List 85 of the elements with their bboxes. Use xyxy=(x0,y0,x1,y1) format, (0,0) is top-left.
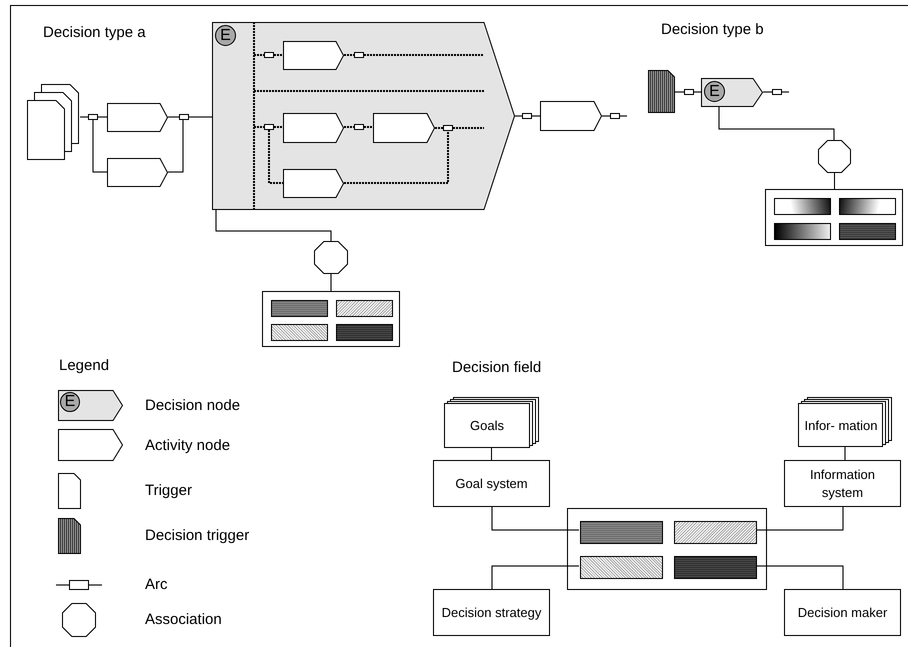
arc-box xyxy=(88,114,98,120)
attribute-bar xyxy=(580,521,663,544)
attribute-bar xyxy=(839,198,896,215)
legend-label: Decision node xyxy=(145,396,240,416)
activity-node xyxy=(283,169,344,198)
dashed-connector xyxy=(268,130,283,184)
arc-box xyxy=(684,89,694,95)
activity-node xyxy=(283,113,344,143)
trigger-stack xyxy=(27,84,80,161)
dashed-connector xyxy=(254,54,264,56)
connector-line xyxy=(216,210,332,242)
connector-line xyxy=(492,566,580,590)
activity-node xyxy=(283,41,344,70)
attribute-bar xyxy=(674,556,757,579)
legend-label: Association xyxy=(145,610,222,630)
attribute-bar xyxy=(774,223,831,240)
dashed-connector xyxy=(344,54,354,56)
activity-node xyxy=(107,103,168,132)
arc-box xyxy=(772,89,782,95)
decision-trigger xyxy=(648,70,675,113)
process-box: Decision maker xyxy=(784,589,901,636)
connector-line xyxy=(491,448,492,460)
connector-line xyxy=(98,116,108,118)
dashed-connector xyxy=(254,126,264,128)
dashed-connector xyxy=(435,127,443,129)
arc-box xyxy=(264,52,274,58)
section-heading: Decision type b xyxy=(661,20,764,40)
attribute-bar xyxy=(774,198,831,215)
connector-line xyxy=(168,116,180,118)
dashed-connector xyxy=(344,131,449,184)
association-octagon xyxy=(818,140,851,173)
dashed-connector xyxy=(274,126,283,128)
connector-line xyxy=(844,446,846,460)
document-stack xyxy=(798,397,892,447)
decision-field-panel xyxy=(765,189,903,246)
connector-line xyxy=(80,116,88,118)
connector-line xyxy=(188,116,212,118)
process-box: Goal system xyxy=(433,460,550,507)
arc-box xyxy=(522,113,532,119)
association-octagon xyxy=(314,241,348,274)
legend-label: Activity node xyxy=(145,436,230,456)
legend-label: Trigger xyxy=(145,481,192,501)
connector-line xyxy=(718,106,834,140)
decision-field-panel xyxy=(567,508,767,590)
arc-box xyxy=(354,52,364,58)
dashed-connector xyxy=(364,54,484,56)
attribute-bar xyxy=(271,300,328,317)
section-heading: Legend xyxy=(59,356,110,376)
section-heading: Decision field xyxy=(452,358,542,378)
dashed-connector xyxy=(453,127,484,129)
arc-box xyxy=(443,125,453,131)
connector-line xyxy=(492,506,580,530)
decision-field-panel xyxy=(262,291,400,347)
connector-line xyxy=(92,120,108,172)
attribute-bar xyxy=(336,324,393,341)
decision-node xyxy=(212,22,515,210)
section-heading: Decision type a xyxy=(43,23,146,43)
arc-box xyxy=(264,124,274,130)
attribute-bar xyxy=(336,300,393,317)
legend-label: Arc xyxy=(145,575,168,595)
attribute-bar xyxy=(674,521,757,544)
legend-label: Decision trigger xyxy=(145,526,250,546)
stack-label: Infor- mation xyxy=(804,417,878,435)
arc-box xyxy=(610,113,620,119)
attribute-bar xyxy=(271,324,328,341)
document-stack xyxy=(444,397,539,448)
connector-line xyxy=(834,172,835,190)
connector-line xyxy=(756,506,844,530)
process-box: Information system xyxy=(784,460,901,507)
activity-node xyxy=(373,113,435,143)
arc-box xyxy=(179,114,189,120)
dashed-connector xyxy=(274,54,283,56)
activity-node xyxy=(107,158,168,187)
connector-line xyxy=(330,274,332,292)
dashed-connector xyxy=(364,126,373,128)
dashed-connector xyxy=(344,126,354,128)
stack-label: Goals xyxy=(469,417,505,435)
connector-line xyxy=(168,120,184,172)
attribute-bar xyxy=(839,223,896,240)
arc-box xyxy=(354,124,364,130)
activity-node xyxy=(540,101,602,131)
decision-node xyxy=(701,78,763,107)
connector-line xyxy=(756,566,844,590)
process-box: Decision strategy xyxy=(433,589,550,636)
attribute-bar xyxy=(580,556,663,579)
